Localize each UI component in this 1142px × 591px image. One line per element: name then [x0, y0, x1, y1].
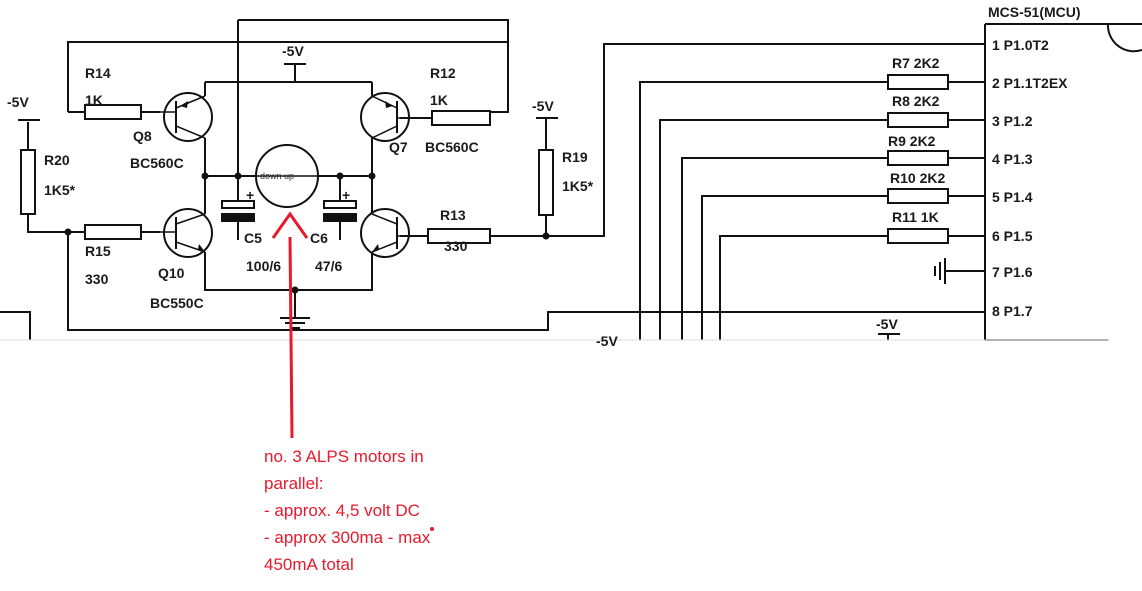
pin-label-7: 7 P1.6 — [992, 264, 1033, 280]
r8-label: R8 2K2 — [892, 93, 940, 109]
r20-value: 1K5* — [44, 182, 76, 198]
r13-name: R13 — [440, 207, 466, 223]
pin-label-5: 5 P1.4 — [992, 189, 1033, 205]
supply-label-left: -5V — [7, 94, 29, 110]
pin-label-6: 6 P1.5 — [992, 228, 1033, 244]
resistor-r13 — [427, 228, 491, 244]
q7-type: BC560C — [425, 139, 479, 155]
motor-label: down up — [260, 171, 294, 181]
q8-type: BC560C — [130, 155, 184, 171]
mcu-title: MCS-51(MCU) — [988, 4, 1081, 20]
r20-name: R20 — [44, 152, 70, 168]
r7-label: R7 2K2 — [892, 55, 940, 71]
r15-value: 330 — [85, 271, 109, 287]
c5-value: 100/6 — [246, 258, 281, 274]
resistor-r7 — [887, 74, 949, 90]
mcu-block — [984, 23, 1142, 341]
pin-label-8: 8 P1.7 — [992, 303, 1033, 319]
r14-name: R14 — [85, 65, 111, 81]
annotation-arrow — [271, 211, 309, 439]
supply-label-partial: -5V — [596, 333, 618, 349]
transistor-q10-symbol — [160, 208, 213, 258]
r11-label: R11 1K — [892, 209, 939, 225]
q8-name: Q8 — [133, 128, 152, 144]
r19-value: 1K5* — [562, 178, 594, 194]
pin-label-2: 2 P1.1T2EX — [992, 75, 1068, 91]
c5-name: C5 — [244, 230, 262, 246]
c6-value: 47/6 — [315, 258, 342, 274]
annotation-dot — [430, 527, 434, 531]
pin-label-1: 1 P1.0T2 — [992, 37, 1049, 53]
pin-label-4: 4 P1.3 — [992, 151, 1033, 167]
c6-plus: + — [342, 187, 350, 203]
c5-plus: + — [246, 187, 254, 203]
transistor-q9-symbol — [360, 208, 410, 258]
pin-label-3: 3 P1.2 — [992, 113, 1033, 129]
annotation-line-4: - approx 300ma - max — [264, 528, 431, 547]
r15-name: R15 — [85, 243, 111, 259]
annotation-line-2: parallel: — [264, 474, 324, 493]
junction-dots — [64, 172, 550, 294]
q10-type: BC550C — [150, 295, 204, 311]
wiring — [0, 19, 985, 340]
resistor-r20 — [20, 149, 36, 215]
ground-symbol-pin7 — [934, 258, 946, 284]
r19-name: R19 — [562, 149, 588, 165]
resistor-r15 — [84, 224, 142, 240]
resistor-r9 — [887, 150, 949, 166]
r13-value: 330 — [444, 238, 468, 254]
r9-label: R9 2K2 — [888, 133, 936, 149]
capacitor-c6-symbol — [323, 200, 357, 222]
q10-name: Q10 — [158, 265, 185, 281]
supply-label-top: -5V — [282, 43, 304, 59]
resistor-r14 — [84, 104, 142, 120]
supply-symbols — [18, 63, 900, 335]
r14-value: 1K — [85, 92, 103, 108]
resistor-r10 — [887, 188, 949, 204]
resistor-r12 — [431, 110, 491, 126]
r10-label: R10 2K2 — [890, 170, 945, 186]
transistor-q8-symbol — [160, 92, 213, 142]
resistor-r19 — [538, 149, 554, 216]
resistor-r8 — [887, 112, 949, 128]
annotation-line-1: no. 3 ALPS motors in — [264, 447, 424, 466]
supply-label-mcu: -5V — [876, 316, 898, 332]
ground-symbol — [280, 317, 310, 329]
capacitor-c5-symbol — [221, 200, 255, 222]
r12-value: 1K — [430, 92, 448, 108]
r12-name: R12 — [430, 65, 456, 81]
annotation-line-5: 450mA total — [264, 555, 354, 574]
c6-name: C6 — [310, 230, 328, 246]
q7-name: Q7 — [389, 139, 408, 155]
resistor-r11 — [887, 228, 949, 244]
annotation-line-3: - approx. 4,5 volt DC — [264, 501, 420, 520]
supply-label-right: -5V — [532, 98, 554, 114]
transistor-q7-symbol — [360, 92, 410, 142]
